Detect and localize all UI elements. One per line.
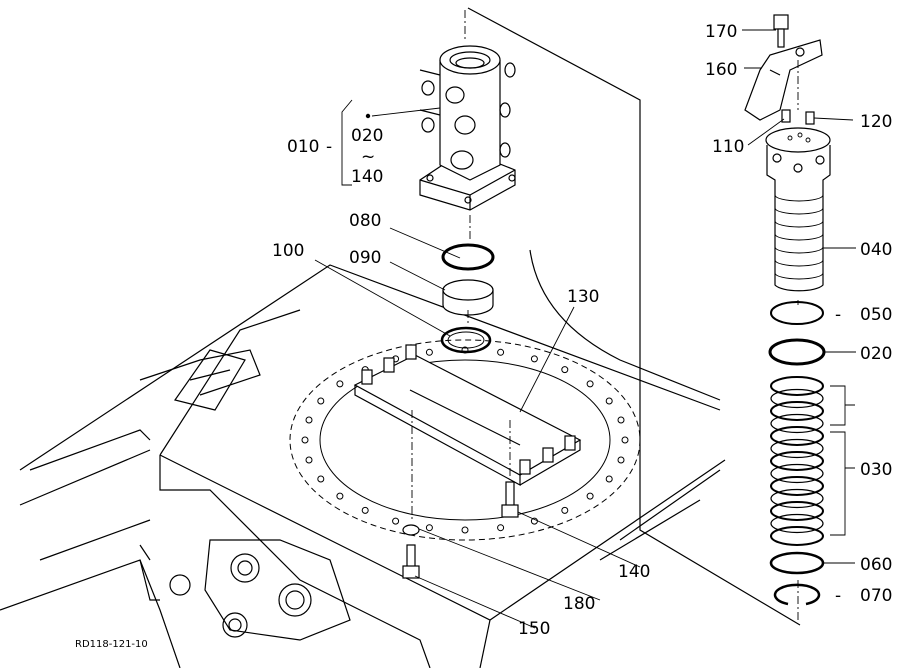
ring-bolt-hole (617, 456, 625, 464)
label-050: 050 (860, 305, 892, 325)
label-090: 090 (349, 248, 381, 268)
label-140: 140 (618, 562, 650, 582)
swivel-core-assembly (744, 14, 855, 620)
ring-060 (769, 551, 825, 575)
label-160: 160 (705, 60, 737, 80)
label-150: 150 (518, 619, 550, 639)
leader-lines (314, 29, 856, 629)
seal-ring (770, 388, 824, 409)
bolt-170 (773, 14, 789, 48)
label-range-tilde: ~ (361, 147, 375, 167)
washer-180 (402, 524, 420, 536)
seal-ring (770, 513, 824, 534)
label-060: 060 (860, 555, 892, 575)
ring-bolt-hole (561, 506, 569, 514)
seal-ring (770, 438, 824, 459)
ring-bolt-hole (301, 436, 309, 444)
snap-ring-070 (773, 583, 821, 606)
center-plate-130 (353, 344, 582, 487)
seal-ring (770, 376, 824, 396)
label-120: 120 (860, 112, 892, 132)
slewing-ring (289, 339, 641, 541)
ring-bolt-hole (586, 492, 594, 500)
label-100: 100 (272, 241, 304, 261)
label-030: 030 (860, 460, 892, 480)
label-070-dash: - (835, 586, 841, 606)
ring-bolt-hole (461, 526, 469, 534)
ring-bolt-hole (561, 366, 569, 374)
center-axis (411, 10, 511, 520)
bolt-140 (501, 481, 519, 518)
seal-ring (770, 401, 824, 421)
ring-bolt-hole (605, 475, 613, 483)
label-080: 080 (349, 211, 381, 231)
ring-bolt-hole (317, 397, 325, 405)
core-040 (765, 127, 831, 292)
label-020: 020 (860, 344, 892, 364)
seal-ring (770, 451, 824, 471)
rotary-joint-010 (419, 45, 516, 211)
seal-ring (770, 526, 824, 546)
ring-020 (768, 338, 826, 366)
label-010: 010 (287, 137, 319, 157)
ring-bolt-hole (392, 517, 400, 525)
drawing-code: RD118-121-10 (75, 639, 148, 650)
ring-bolt-hole (605, 397, 613, 405)
ring-bolt-hole (305, 416, 313, 424)
label-130: 130 (567, 287, 599, 307)
ring-bolt-hole (305, 456, 313, 464)
label-050-dash: - (835, 305, 841, 325)
ring-bolt-hole (617, 416, 625, 424)
plate-studs (361, 344, 576, 475)
seal-ring (770, 488, 824, 509)
ring-bolt-hole (621, 436, 629, 444)
plug-110 (781, 109, 791, 123)
seal-ring (770, 463, 824, 484)
label-170: 170 (705, 22, 737, 42)
divider-line (467, 7, 801, 626)
seal-ring (770, 501, 824, 521)
o-ring-080 (441, 243, 495, 271)
plug-120 (805, 111, 815, 125)
label-070: 070 (860, 586, 892, 606)
bracket-160 (744, 39, 823, 121)
part-labels: 010 - 020 ~ 140 080 090 100 130 140 180 … (75, 22, 892, 650)
seal-ring (770, 413, 824, 434)
bolt-150 (402, 544, 420, 579)
ring-bolt-hole (336, 492, 344, 500)
ring-bolt-hole (336, 380, 344, 388)
ring-bolt-hole (317, 475, 325, 483)
seal-ring (770, 476, 824, 496)
seal-stack-030 (770, 376, 824, 546)
seal-ring (770, 426, 824, 446)
snap-ring-100 (440, 326, 492, 354)
chassis-frame (0, 249, 726, 668)
ring-bolt-hole (425, 524, 433, 532)
label-040: 040 (860, 240, 892, 260)
ring-050 (770, 301, 824, 325)
ring-bolt-hole (361, 506, 369, 514)
label-180: 180 (563, 594, 595, 614)
label-020-range-start: 020 (351, 126, 383, 146)
ring-bolt-hole (425, 348, 433, 356)
seal-090 (442, 279, 494, 316)
label-020-range-end: 140 (351, 167, 383, 187)
ring-bolt-hole (586, 380, 594, 388)
label-110: 110 (712, 137, 744, 157)
ring-bolt-hole (497, 524, 505, 532)
ring-bolt-hole (497, 348, 505, 356)
ring-bolt-hole (530, 355, 538, 363)
label-010-dash: - (326, 137, 332, 157)
